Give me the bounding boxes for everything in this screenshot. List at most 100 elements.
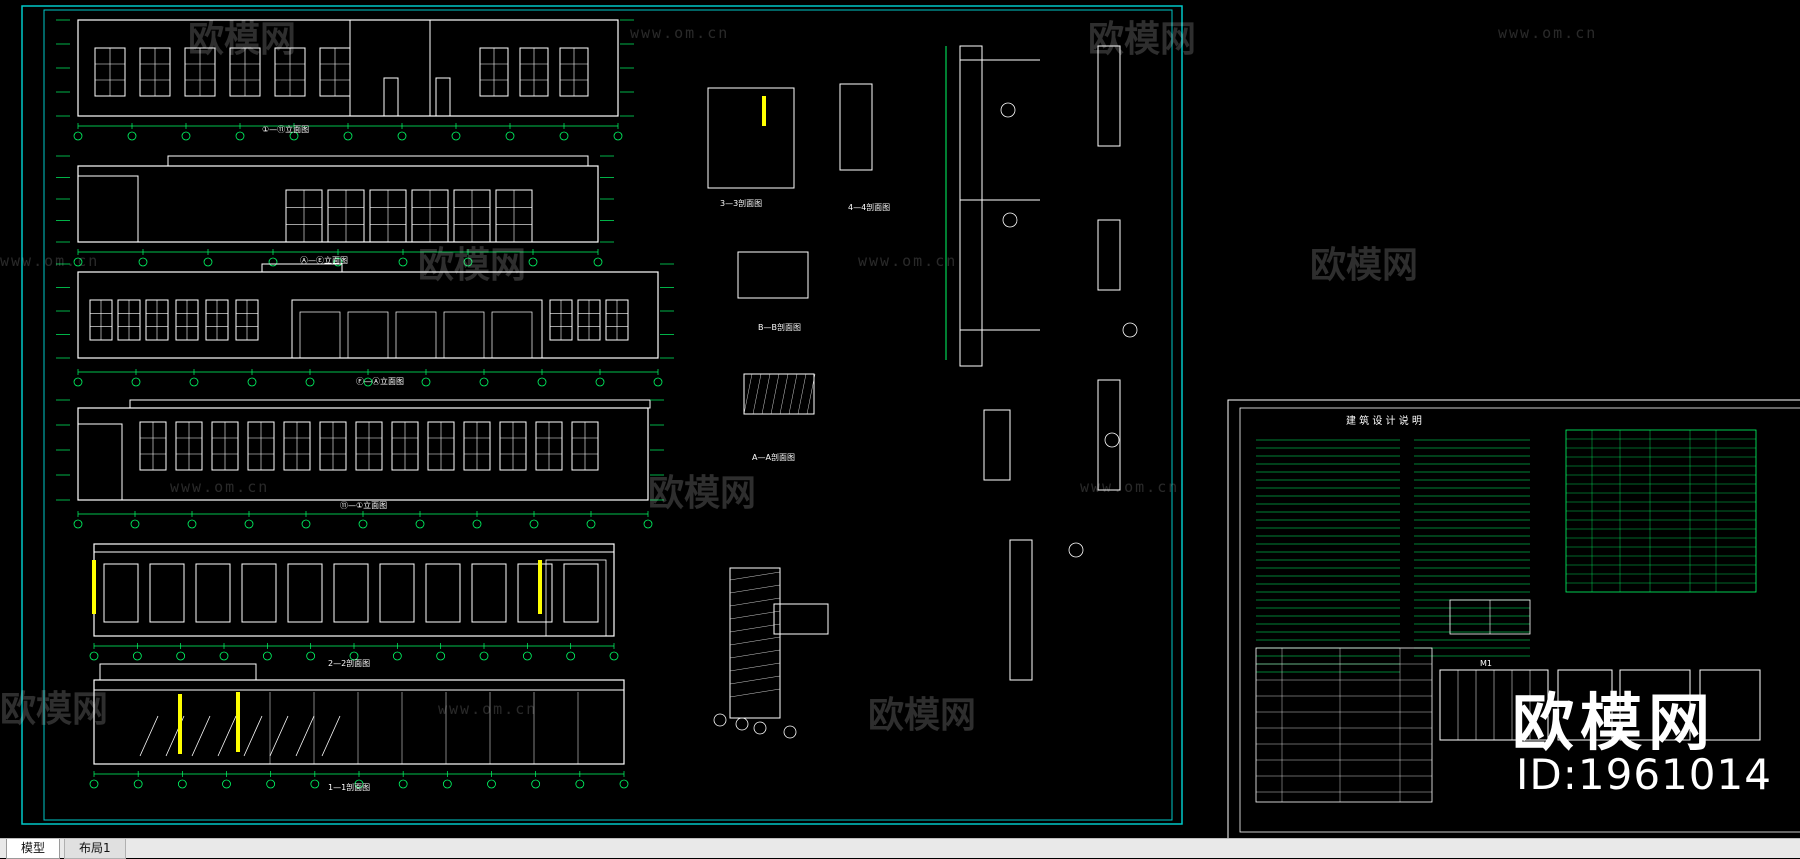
grid-bubble: [528, 257, 538, 267]
grid-bubble: [181, 131, 191, 141]
elevation-label-3: Ⓕ—Ⓐ立面图: [356, 376, 404, 386]
elevation-2-outline: [77, 165, 599, 243]
hatch: [729, 662, 781, 672]
detail-44: [839, 83, 873, 171]
storefront-bay: [491, 311, 533, 359]
stair-flight: [139, 715, 159, 757]
hatch: [779, 373, 789, 415]
grid-bubble: [559, 131, 569, 141]
storefront-bay: [395, 311, 437, 359]
grid-bubble: [301, 519, 311, 529]
grid-bubble: [593, 257, 603, 267]
grid-bubble: [132, 651, 142, 661]
grid-bubble: [235, 131, 245, 141]
grid-bubble: [619, 779, 629, 789]
hatch: [729, 571, 781, 581]
hatch: [729, 610, 781, 620]
hatch: [761, 373, 771, 415]
detail-bubble: [1068, 542, 1084, 558]
detail-canopy: [773, 603, 829, 635]
section-bay: [379, 563, 415, 623]
elevation-2-wing: [77, 175, 139, 243]
detail-bubble: [1122, 322, 1138, 338]
elevation-2-parapet: [167, 155, 589, 167]
detail-aa: [743, 373, 815, 415]
section-bay: [195, 563, 231, 623]
grid-bubble: [358, 519, 368, 529]
hatch: [729, 597, 781, 607]
grid-bubble: [244, 519, 254, 529]
hatch: [729, 636, 781, 646]
door: [383, 77, 399, 117]
elevation-3-outline: [77, 271, 659, 359]
storefront-bay: [443, 311, 485, 359]
section-bay: [425, 563, 461, 623]
stair-flight: [321, 715, 341, 757]
cad-drawing: ①—⑪立面图 Ⓐ—Ⓔ立面图 Ⓕ—Ⓐ立面图 ⑪—①立面图 2—2剖面图 1—1剖面…: [21, 5, 1800, 838]
grid-bubble: [289, 131, 299, 141]
door-label-m1: M1: [1480, 659, 1492, 668]
watermark-url: www.om.cn: [438, 700, 538, 718]
hatch: [770, 373, 780, 415]
elevation-3-storefront: [291, 299, 543, 359]
grid-bubble: [522, 651, 532, 661]
wall-section-2: [1097, 45, 1121, 147]
grid-bubble: [415, 519, 425, 529]
grid-bubble: [203, 257, 213, 267]
wall-section-3: [1097, 219, 1121, 291]
section-cut-yellow: [236, 692, 240, 752]
grid-bubble: [595, 377, 605, 387]
section-bay: [563, 563, 599, 623]
elevation-label-1: ①—⑪立面图: [262, 124, 309, 134]
grid-bubble: [343, 131, 353, 141]
detail-wall: [729, 567, 781, 719]
watermark-url: www.om.cn: [170, 478, 270, 496]
grid-bubble: [398, 779, 408, 789]
grid-bubble: [268, 257, 278, 267]
cad-drawing-canvas[interactable]: ①—⑪立面图 Ⓐ—Ⓔ立面图 Ⓕ—Ⓐ立面图 ⑪—①立面图 2—2剖面图 1—1剖面…: [0, 0, 1800, 838]
grid-bubble: [442, 779, 452, 789]
elevation-label-2: Ⓐ—Ⓔ立面图: [300, 255, 348, 265]
section-label-bb: B—B剖面图: [758, 322, 801, 332]
door: [435, 77, 451, 117]
detail-bb: [737, 251, 809, 299]
grid-bubble: [479, 377, 489, 387]
grid-bubble: [349, 651, 359, 661]
grid-bubble: [73, 257, 83, 267]
grid-bubble: [73, 519, 83, 529]
grid-bubble: [219, 651, 229, 661]
grid-bubble: [187, 519, 197, 529]
grid-bubble: [566, 651, 576, 661]
section-bay: [241, 563, 277, 623]
grid-bubble: [176, 651, 186, 661]
window-elevation: [1619, 669, 1691, 741]
grid-bubble: [392, 651, 402, 661]
grid-bubble: [247, 377, 257, 387]
grid-bubble: [305, 377, 315, 387]
grid-bubble: [609, 651, 619, 661]
grid-bubble: [89, 779, 99, 789]
section-11-outline: [93, 679, 625, 765]
grid-bubble: [575, 779, 585, 789]
grid-bubble: [537, 377, 547, 387]
tab-layout1[interactable]: 布局1: [64, 839, 126, 859]
hatch: [743, 373, 753, 415]
grid-bubble: [266, 779, 276, 789]
grid-bubble: [127, 131, 137, 141]
elevation-1-outline: [77, 19, 619, 117]
watermark-url: www.om.cn: [630, 24, 730, 42]
hatch: [797, 373, 807, 415]
wall-section-4: [1097, 379, 1121, 491]
grid-bubble: [397, 131, 407, 141]
section-cut-yellow: [178, 694, 182, 754]
watermark-url: www.om.cn: [858, 252, 958, 270]
hatch: [729, 688, 781, 698]
stair-flight: [243, 715, 263, 757]
tab-model[interactable]: 模型: [6, 839, 61, 859]
watermark-url: www.om.cn: [1080, 478, 1180, 496]
section-bay: [333, 563, 369, 623]
grid-bubble: [463, 257, 473, 267]
grid-bubble: [189, 377, 199, 387]
section-11-upper: [99, 663, 257, 681]
stair-flight: [295, 715, 315, 757]
